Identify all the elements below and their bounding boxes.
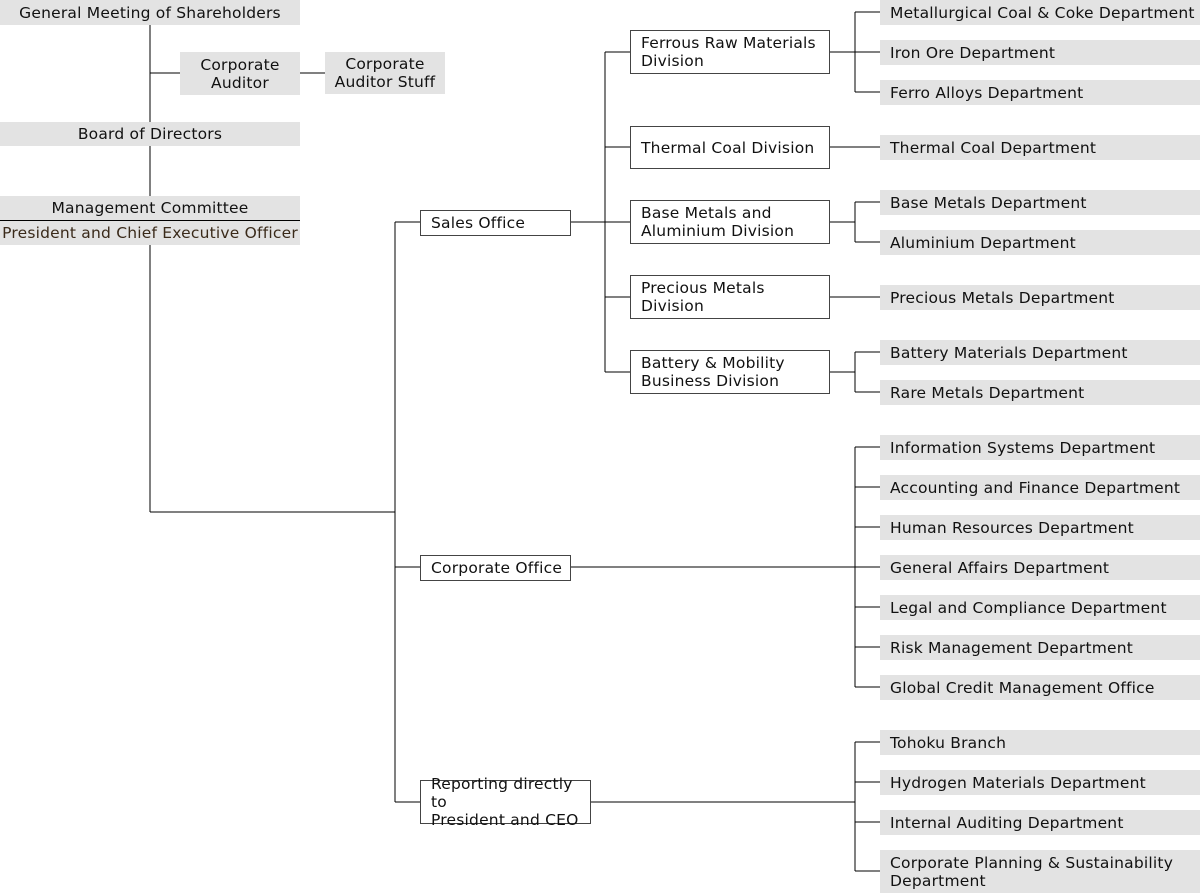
dept-battery-materials: Battery Materials Department bbox=[880, 340, 1200, 365]
dept-label: Global Credit Management Office bbox=[890, 678, 1155, 697]
corporate-office-node: Corporate Office bbox=[420, 555, 571, 581]
ferrous-division-label: Ferrous Raw Materials Division bbox=[641, 34, 816, 70]
base-division-label: Base Metals and Aluminium Division bbox=[641, 204, 795, 240]
dept-rare-metals: Rare Metals Department bbox=[880, 380, 1200, 405]
dept-thermal-coal: Thermal Coal Department bbox=[880, 135, 1200, 160]
auditor-staff-label: Corporate Auditor Stuff bbox=[334, 55, 436, 91]
sales-office-node: Sales Office bbox=[420, 210, 571, 236]
precious-division-node: Precious Metals Division bbox=[630, 275, 830, 319]
base-division-node: Base Metals and Aluminium Division bbox=[630, 200, 830, 244]
reporting-node: Reporting directly to President and CEO bbox=[420, 775, 591, 829]
corporate-auditor-node: Corporate Auditor bbox=[180, 52, 300, 95]
dept-label: Battery Materials Department bbox=[890, 343, 1128, 362]
shareholders-label: General Meeting of Shareholders bbox=[19, 3, 281, 22]
president-node: President and Chief Executive Officer bbox=[0, 221, 300, 245]
corporate-office-label: Corporate Office bbox=[431, 559, 563, 577]
dept-legal: Legal and Compliance Department bbox=[880, 595, 1200, 620]
dept-hydrogen: Hydrogen Materials Department bbox=[880, 770, 1200, 795]
dept-label: Ferro Alloys Department bbox=[890, 83, 1084, 102]
dept-iron-ore: Iron Ore Department bbox=[880, 40, 1200, 65]
dept-general-affairs: General Affairs Department bbox=[880, 555, 1200, 580]
dept-label: Precious Metals Department bbox=[890, 288, 1115, 307]
corporate-auditor-label: Corporate Auditor bbox=[200, 55, 280, 92]
dept-precious-metals: Precious Metals Department bbox=[880, 285, 1200, 310]
dept-label: Metallurgical Coal & Coke Department bbox=[890, 3, 1195, 22]
dept-ferro-alloys: Ferro Alloys Department bbox=[880, 80, 1200, 105]
dept-label: Internal Auditing Department bbox=[890, 813, 1124, 832]
thermal-division-node: Thermal Coal Division bbox=[630, 126, 830, 169]
dept-label: General Affairs Department bbox=[890, 558, 1110, 577]
dept-label: Corporate Planning & Sustainability Depa… bbox=[890, 853, 1174, 890]
battery-division-label: Battery & Mobility Business Division bbox=[641, 354, 785, 390]
shareholders-node: General Meeting of Shareholders bbox=[0, 0, 300, 25]
management-committee-label: Management Committee bbox=[51, 199, 249, 217]
management-committee-node: Management Committee bbox=[0, 196, 300, 220]
dept-risk: Risk Management Department bbox=[880, 635, 1200, 660]
sales-office-label: Sales Office bbox=[431, 214, 526, 232]
board-label: Board of Directors bbox=[77, 125, 223, 143]
dept-aluminium: Aluminium Department bbox=[880, 230, 1200, 255]
dept-label: Rare Metals Department bbox=[890, 383, 1085, 402]
dept-metallurgical: Metallurgical Coal & Coke Department bbox=[880, 0, 1200, 25]
ferrous-division-node: Ferrous Raw Materials Division bbox=[630, 30, 830, 74]
dept-accounting: Accounting and Finance Department bbox=[880, 475, 1200, 500]
dept-info-systems: Information Systems Department bbox=[880, 435, 1200, 460]
dept-internal-audit: Internal Auditing Department bbox=[880, 810, 1200, 835]
dept-label: Iron Ore Department bbox=[890, 43, 1056, 62]
president-label: President and Chief Executive Officer bbox=[2, 224, 298, 242]
dept-tohoku: Tohoku Branch bbox=[880, 730, 1200, 755]
dept-label: Tohoku Branch bbox=[890, 733, 1007, 752]
board-node: Board of Directors bbox=[0, 122, 300, 146]
auditor-staff-node: Corporate Auditor Stuff bbox=[325, 52, 445, 94]
dept-label: Base Metals Department bbox=[890, 193, 1087, 212]
precious-division-label: Precious Metals Division bbox=[641, 279, 765, 315]
dept-label: Human Resources Department bbox=[890, 518, 1134, 537]
dept-label: Information Systems Department bbox=[890, 438, 1156, 457]
dept-label: Legal and Compliance Department bbox=[890, 598, 1167, 617]
thermal-division-label: Thermal Coal Division bbox=[641, 138, 815, 157]
reporting-label: Reporting directly to President and CEO bbox=[431, 775, 579, 829]
dept-label: Aluminium Department bbox=[890, 233, 1076, 252]
dept-label: Accounting and Finance Department bbox=[890, 478, 1181, 497]
battery-division-node: Battery & Mobility Business Division bbox=[630, 350, 830, 394]
dept-global-credit: Global Credit Management Office bbox=[880, 675, 1200, 700]
dept-label: Thermal Coal Department bbox=[890, 138, 1097, 157]
dept-base-metals: Base Metals Department bbox=[880, 190, 1200, 215]
dept-label: Risk Management Department bbox=[890, 638, 1134, 657]
dept-corp-planning: Corporate Planning & Sustainability Depa… bbox=[880, 850, 1200, 893]
dept-label: Hydrogen Materials Department bbox=[890, 773, 1146, 792]
dept-hr: Human Resources Department bbox=[880, 515, 1200, 540]
